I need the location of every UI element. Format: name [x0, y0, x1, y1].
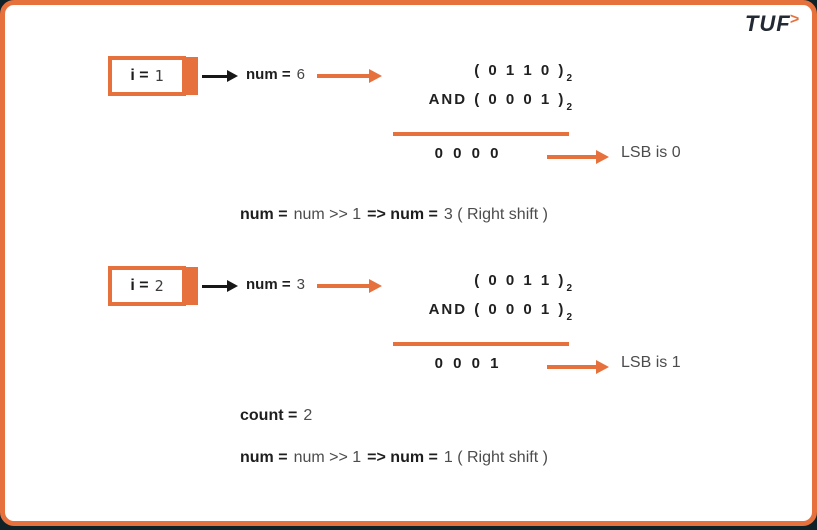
- right-arrow-icon: [317, 68, 382, 83]
- index-value: 1: [154, 67, 164, 85]
- num-assignment: num = 6: [246, 66, 305, 83]
- iteration-index-box: i = 1: [108, 56, 198, 96]
- index-box-face: i = 2: [108, 266, 186, 306]
- num-value: 6: [296, 66, 305, 83]
- right-arrow-icon: [547, 359, 609, 374]
- logo-text: TUF: [744, 11, 791, 36]
- base-subscript: 2: [566, 283, 572, 294]
- num-assignment: num = 3: [246, 276, 305, 293]
- result-divider-line: [393, 132, 569, 136]
- and-result: 0 0 0 1: [434, 355, 502, 372]
- right-arrow-icon: [317, 278, 382, 293]
- right-shift-statement-2: num = num >> 1 => num = 1 ( Right shift …: [240, 449, 548, 466]
- index-value: 2: [154, 277, 164, 295]
- iteration-2: i = 2 num = 3 ( 0 0 1 1 )2 AND ( 0 0 0 1…: [0, 266, 817, 391]
- right-arrow-icon: [547, 149, 609, 164]
- and-operator: AND: [428, 91, 468, 108]
- count-statement: count = 2: [240, 407, 313, 424]
- result-divider-line: [393, 342, 569, 346]
- base-subscript: 2: [566, 102, 572, 113]
- binary-operand-1: ( 0 1 1 0 )2: [474, 62, 572, 84]
- base-subscript: 2: [566, 73, 572, 84]
- logo-chevron-icon: >: [789, 11, 800, 28]
- base-subscript: 2: [566, 312, 572, 323]
- and-operator: AND: [428, 301, 468, 318]
- lsb-note: LSB is 0: [621, 144, 681, 161]
- num-value: 3: [296, 276, 305, 293]
- iteration-index-box: i = 2: [108, 266, 198, 306]
- right-arrow-icon: [202, 279, 238, 293]
- tuf-logo: TUF>: [745, 11, 801, 37]
- lsb-note: LSB is 1: [621, 354, 681, 371]
- index-box-face: i = 1: [108, 56, 186, 96]
- binary-operand-2: AND ( 0 0 0 1 )2: [428, 91, 572, 113]
- binary-operand-2: AND ( 0 0 0 1 )2: [428, 301, 572, 323]
- and-result: 0 0 0 0: [434, 145, 502, 162]
- num-label: num =: [246, 276, 291, 293]
- binary-operand-1: ( 0 0 1 1 )2: [474, 272, 572, 294]
- iteration-1: i = 1 num = 6 ( 0 1 1 0 )2 AND ( 0 0 0 1…: [0, 56, 817, 181]
- right-arrow-icon: [202, 69, 238, 83]
- right-shift-statement-1: num = num >> 1 => num = 3 ( Right shift …: [240, 206, 548, 223]
- index-label: i =: [130, 277, 149, 294]
- num-label: num =: [246, 66, 291, 83]
- index-label: i =: [130, 67, 149, 84]
